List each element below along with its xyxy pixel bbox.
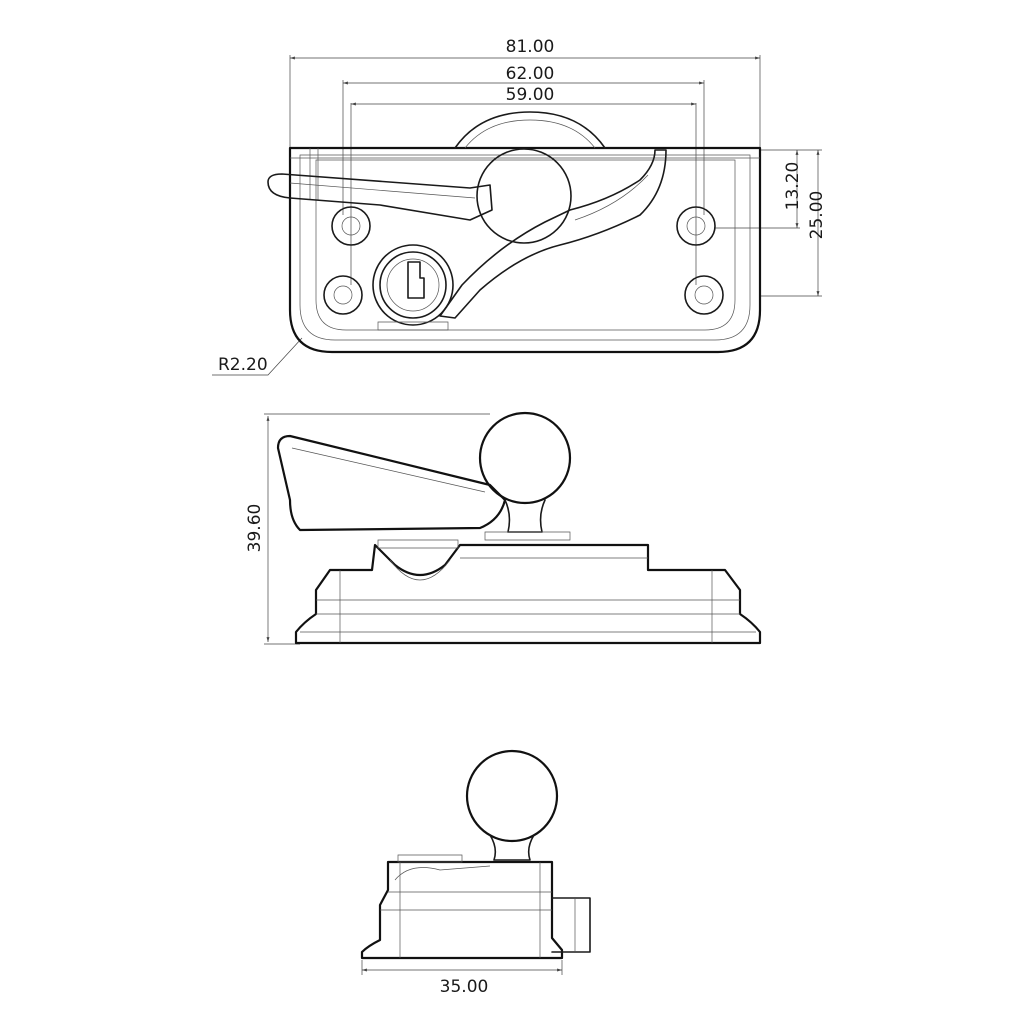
lever-arm — [267, 173, 493, 221]
lock-base — [377, 321, 449, 331]
rear-dome-inner — [464, 119, 596, 149]
side-lever — [276, 434, 507, 532]
hole-top-left — [331, 206, 371, 246]
dim-label-81: 81.00 — [506, 37, 555, 57]
hole-top-left-inner — [341, 216, 361, 236]
side-boss — [377, 539, 459, 549]
hole-top-right — [676, 206, 716, 246]
mounting-holes — [323, 206, 724, 315]
side-view: 39.60 — [245, 411, 762, 645]
radius-leader — [212, 337, 303, 376]
hole-bottom-left-inner — [333, 285, 353, 305]
lock-cylinder — [386, 258, 440, 312]
dim-label-59: 59.00 — [506, 85, 555, 105]
dim-label-35: 35.00 — [440, 977, 489, 997]
dim-label-radius: R2.20 — [218, 355, 268, 375]
base-plate-outline — [288, 146, 762, 354]
dim-label-62: 62.00 — [506, 64, 555, 84]
base-plate-inner — [299, 154, 751, 341]
dim-label-39-60: 39.60 — [245, 504, 265, 553]
end-base-outline — [360, 860, 564, 960]
side-curve — [389, 559, 451, 581]
hole-bottom-left — [323, 275, 363, 315]
knob-ball — [476, 148, 572, 244]
side-knob-ball — [478, 411, 572, 505]
lever-arm-edge — [289, 182, 476, 199]
rear-dome — [454, 111, 606, 149]
side-knob-collar — [484, 531, 571, 541]
hole-bottom-right — [684, 275, 724, 315]
dim-label-13-20: 13.20 — [783, 162, 803, 211]
end-view: 35.00 — [360, 749, 591, 997]
dim-label-25: 25.00 — [807, 191, 827, 240]
hole-top-right-inner — [686, 216, 706, 236]
side-lever-edge — [291, 447, 486, 493]
lock-body — [379, 251, 447, 319]
side-knob-neck — [504, 499, 546, 533]
lock-outer — [372, 244, 454, 326]
keyhole-icon — [407, 261, 425, 299]
top-view: 81.00 62.00 59.00 13.20 25.00 R2.20 — [212, 37, 827, 376]
base-plate-inner-2 — [315, 159, 736, 331]
end-knob-neck — [489, 834, 535, 861]
cam-sweep — [439, 149, 667, 319]
key-lock — [372, 244, 454, 331]
cam-sweep-line — [574, 174, 649, 221]
end-lever-curve — [394, 865, 491, 881]
hole-bottom-right-inner — [694, 285, 714, 305]
end-latch-tongue — [551, 897, 591, 953]
end-boss — [397, 854, 463, 863]
end-knob-ball — [465, 749, 559, 843]
side-base-outline — [294, 543, 762, 645]
